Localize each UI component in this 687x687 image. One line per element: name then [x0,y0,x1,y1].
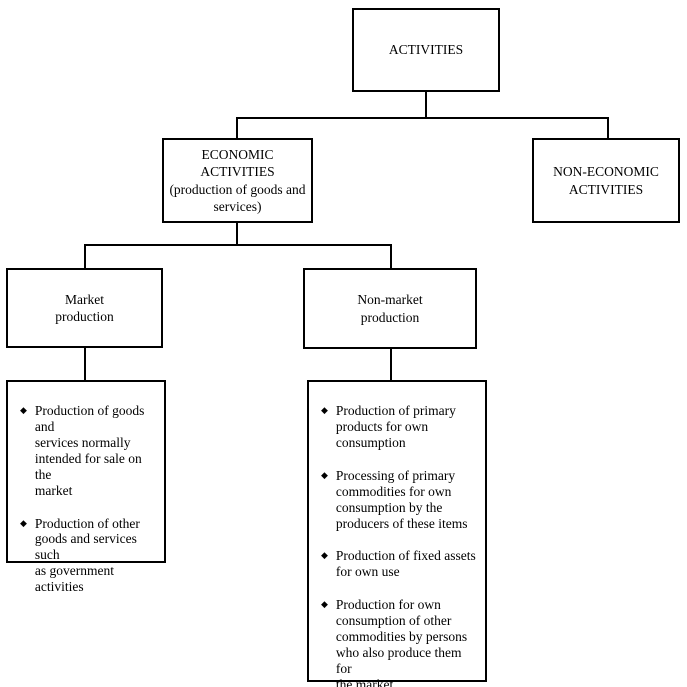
connector-nonmarket-details-stem [390,349,392,380]
connector-economic-stem [236,223,238,245]
diamond-bullet-icon: ◆ [20,406,27,416]
list-item: ◆ Production for own consumption of othe… [321,597,479,687]
connector-noneconomic-drop [607,117,609,138]
diamond-bullet-icon: ◆ [321,406,328,416]
list-item-text: Production of other goods and services s… [34,515,140,595]
list-item-text: Production for own consumption of other … [335,597,468,687]
list-item-text: Processing of primary commodities for ow… [335,467,468,531]
non-market-production-details: ◆ Production of primary products for own… [307,380,487,687]
node-activities: ACTIVITIES [352,8,500,92]
list-item: ◆ Production of primary products for own… [321,403,479,451]
connector-market-details-stem [84,348,86,380]
list-item: ◆ Production of goods and services norma… [20,403,158,499]
list-item: ◆ Production of fixed assets for own use [321,548,479,580]
market-production-details: ◆ Production of goods and services norma… [6,380,166,594]
node-economic-activities: ECONOMIC ACTIVITIES (production of goods… [162,138,313,223]
list-item: ◆ Processing of primary commodities for … [321,468,479,532]
diamond-bullet-icon: ◆ [321,600,328,611]
diamond-bullet-icon: ◆ [321,470,328,481]
diamond-bullet-icon: ◆ [321,551,328,562]
connector-nonmarket-drop [390,244,392,268]
node-non-economic-activities: NON-ECONOMIC ACTIVITIES [532,138,680,223]
list-item: ◆ Production of other goods and services… [20,516,158,596]
list-item-text: Production of goods and services normall… [34,403,145,498]
connector-level2-horizontal [84,244,392,246]
diamond-bullet-icon: ◆ [20,518,27,529]
connector-level1-horizontal [236,117,609,119]
node-non-market-production: Non-market production [303,268,477,349]
list-item-text: Production of primary products for own c… [335,403,456,450]
list-item-text: Production of fixed assets for own use [335,548,476,580]
connector-activities-stem [425,92,427,118]
node-market-production: Market production [6,268,163,348]
connector-market-drop [84,244,86,268]
connector-economic-drop [236,117,238,138]
